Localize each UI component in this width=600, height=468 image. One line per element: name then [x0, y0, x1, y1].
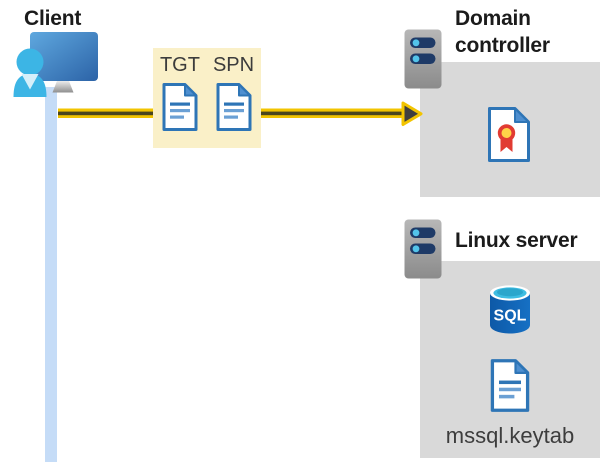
monitor-stand [52, 81, 74, 93]
document-icon [160, 82, 200, 132]
spn-item: SPN [213, 53, 254, 148]
sql-database-icon: SQL [490, 285, 530, 334]
ticket-box: TGT SPN [153, 48, 261, 148]
client-computer-icon [13, 32, 98, 97]
keytab-label: mssql.keytab [445, 423, 575, 448]
domain-controller-label: Domain controller [455, 7, 550, 57]
client-label: Client [24, 7, 82, 30]
sql-icon-label: SQL [494, 308, 527, 325]
client-connector-line [45, 87, 57, 462]
tgt-item: TGT [160, 53, 200, 148]
spn-label: SPN [212, 54, 255, 76]
document-icon [488, 358, 532, 413]
certificate-icon [486, 106, 532, 163]
tgt-label: TGT [159, 54, 200, 76]
person-icon [13, 48, 47, 97]
server-icon [404, 219, 442, 279]
monitor-icon [30, 32, 98, 81]
arrowhead-icon [401, 101, 423, 126]
server-icon [404, 29, 442, 89]
linux-server-label: Linux server [455, 229, 578, 252]
document-icon [214, 82, 254, 132]
